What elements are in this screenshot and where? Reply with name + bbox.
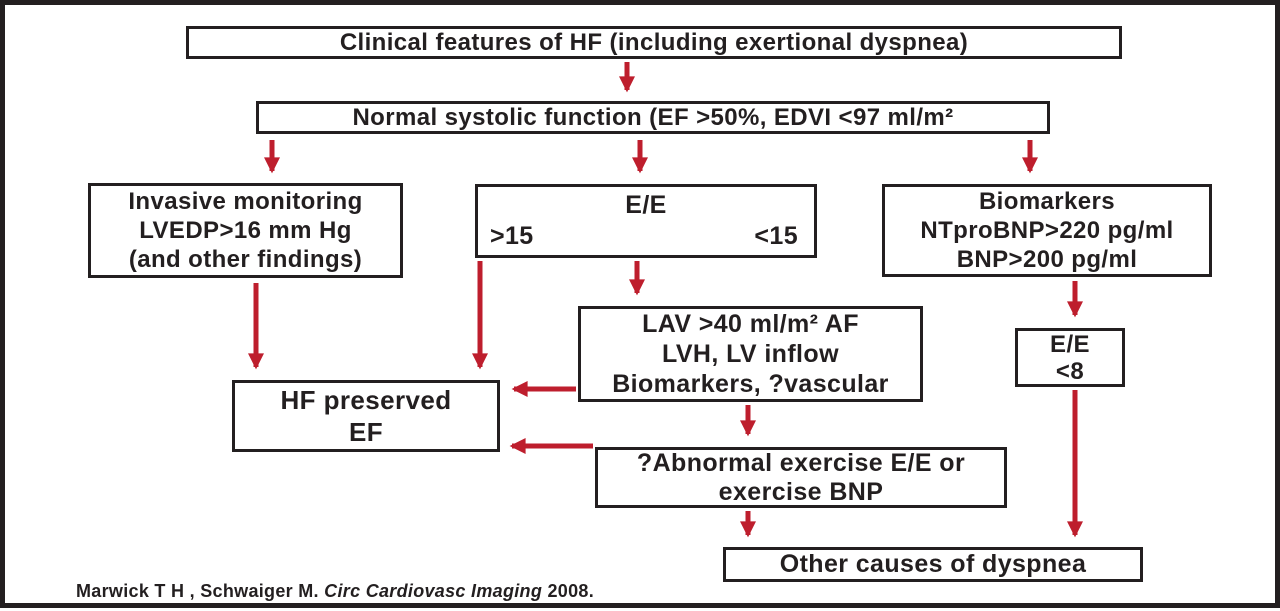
node-text-line: EF <box>348 417 384 447</box>
node-other-causes: Other causes of dyspnea <box>723 547 1143 582</box>
node-text-line: Biomarkers, ?vascular <box>612 370 889 398</box>
node-biomarkers: Biomarkers NTproBNP>220 pg/ml BNP>200 pg… <box>882 184 1212 277</box>
node-text-line: BNP>200 pg/ml <box>956 246 1138 273</box>
node-text-line: exercise BNP <box>718 477 884 506</box>
citation-year: 2008. <box>542 581 595 601</box>
ee-threshold-row: >15 <15 <box>478 221 814 252</box>
citation-journal: Circ Cardiovasc Imaging <box>324 581 543 601</box>
node-text-line: Invasive monitoring <box>128 188 363 215</box>
node-text-line: <8 <box>1055 357 1085 385</box>
node-text: Clinical features of HF (including exert… <box>339 28 969 56</box>
node-text-line: LVEDP>16 mm Hg <box>139 217 352 244</box>
node-clinical-features: Clinical features of HF (including exert… <box>186 26 1122 59</box>
citation: Marwick T H , Schwaiger M. Circ Cardiova… <box>76 580 594 602</box>
node-normal-systolic-function: Normal systolic function (EF >50%, EDVI … <box>256 101 1050 134</box>
ee-lt15-label: <15 <box>754 222 798 250</box>
node-title: E/E <box>625 191 667 219</box>
node-text-line: (and other findings) <box>128 246 363 273</box>
node-text: Other causes of dyspnea <box>779 550 1087 578</box>
node-text-line: NTproBNP>220 pg/ml <box>920 217 1174 244</box>
node-text-line: E/E <box>1050 330 1090 358</box>
node-text-line: HF preserved <box>280 385 452 415</box>
node-text-line: LVH, LV inflow <box>662 340 839 368</box>
node-abnormal-exercise: ?Abnormal exercise E/E or exercise BNP <box>595 447 1007 508</box>
node-ee-ratio: E/E >15 <15 <box>475 184 817 258</box>
node-text-line: ?Abnormal exercise E/E or <box>636 448 966 477</box>
node-text-line: Biomarkers <box>978 188 1116 215</box>
node-invasive-monitoring: Invasive monitoring LVEDP>16 mm Hg (and … <box>88 183 403 278</box>
ee-gt15-label: >15 <box>490 222 534 250</box>
node-ee-low: E/E <8 <box>1015 328 1125 387</box>
node-text-line: LAV >40 ml/m² AF <box>642 310 859 338</box>
citation-authors: Marwick T H , Schwaiger M. <box>76 581 325 601</box>
node-hf-preserved-ef: HF preserved EF <box>232 380 500 452</box>
node-lav-criteria: LAV >40 ml/m² AF LVH, LV inflow Biomarke… <box>578 306 923 402</box>
node-text: Normal systolic function (EF >50%, EDVI … <box>352 103 954 131</box>
